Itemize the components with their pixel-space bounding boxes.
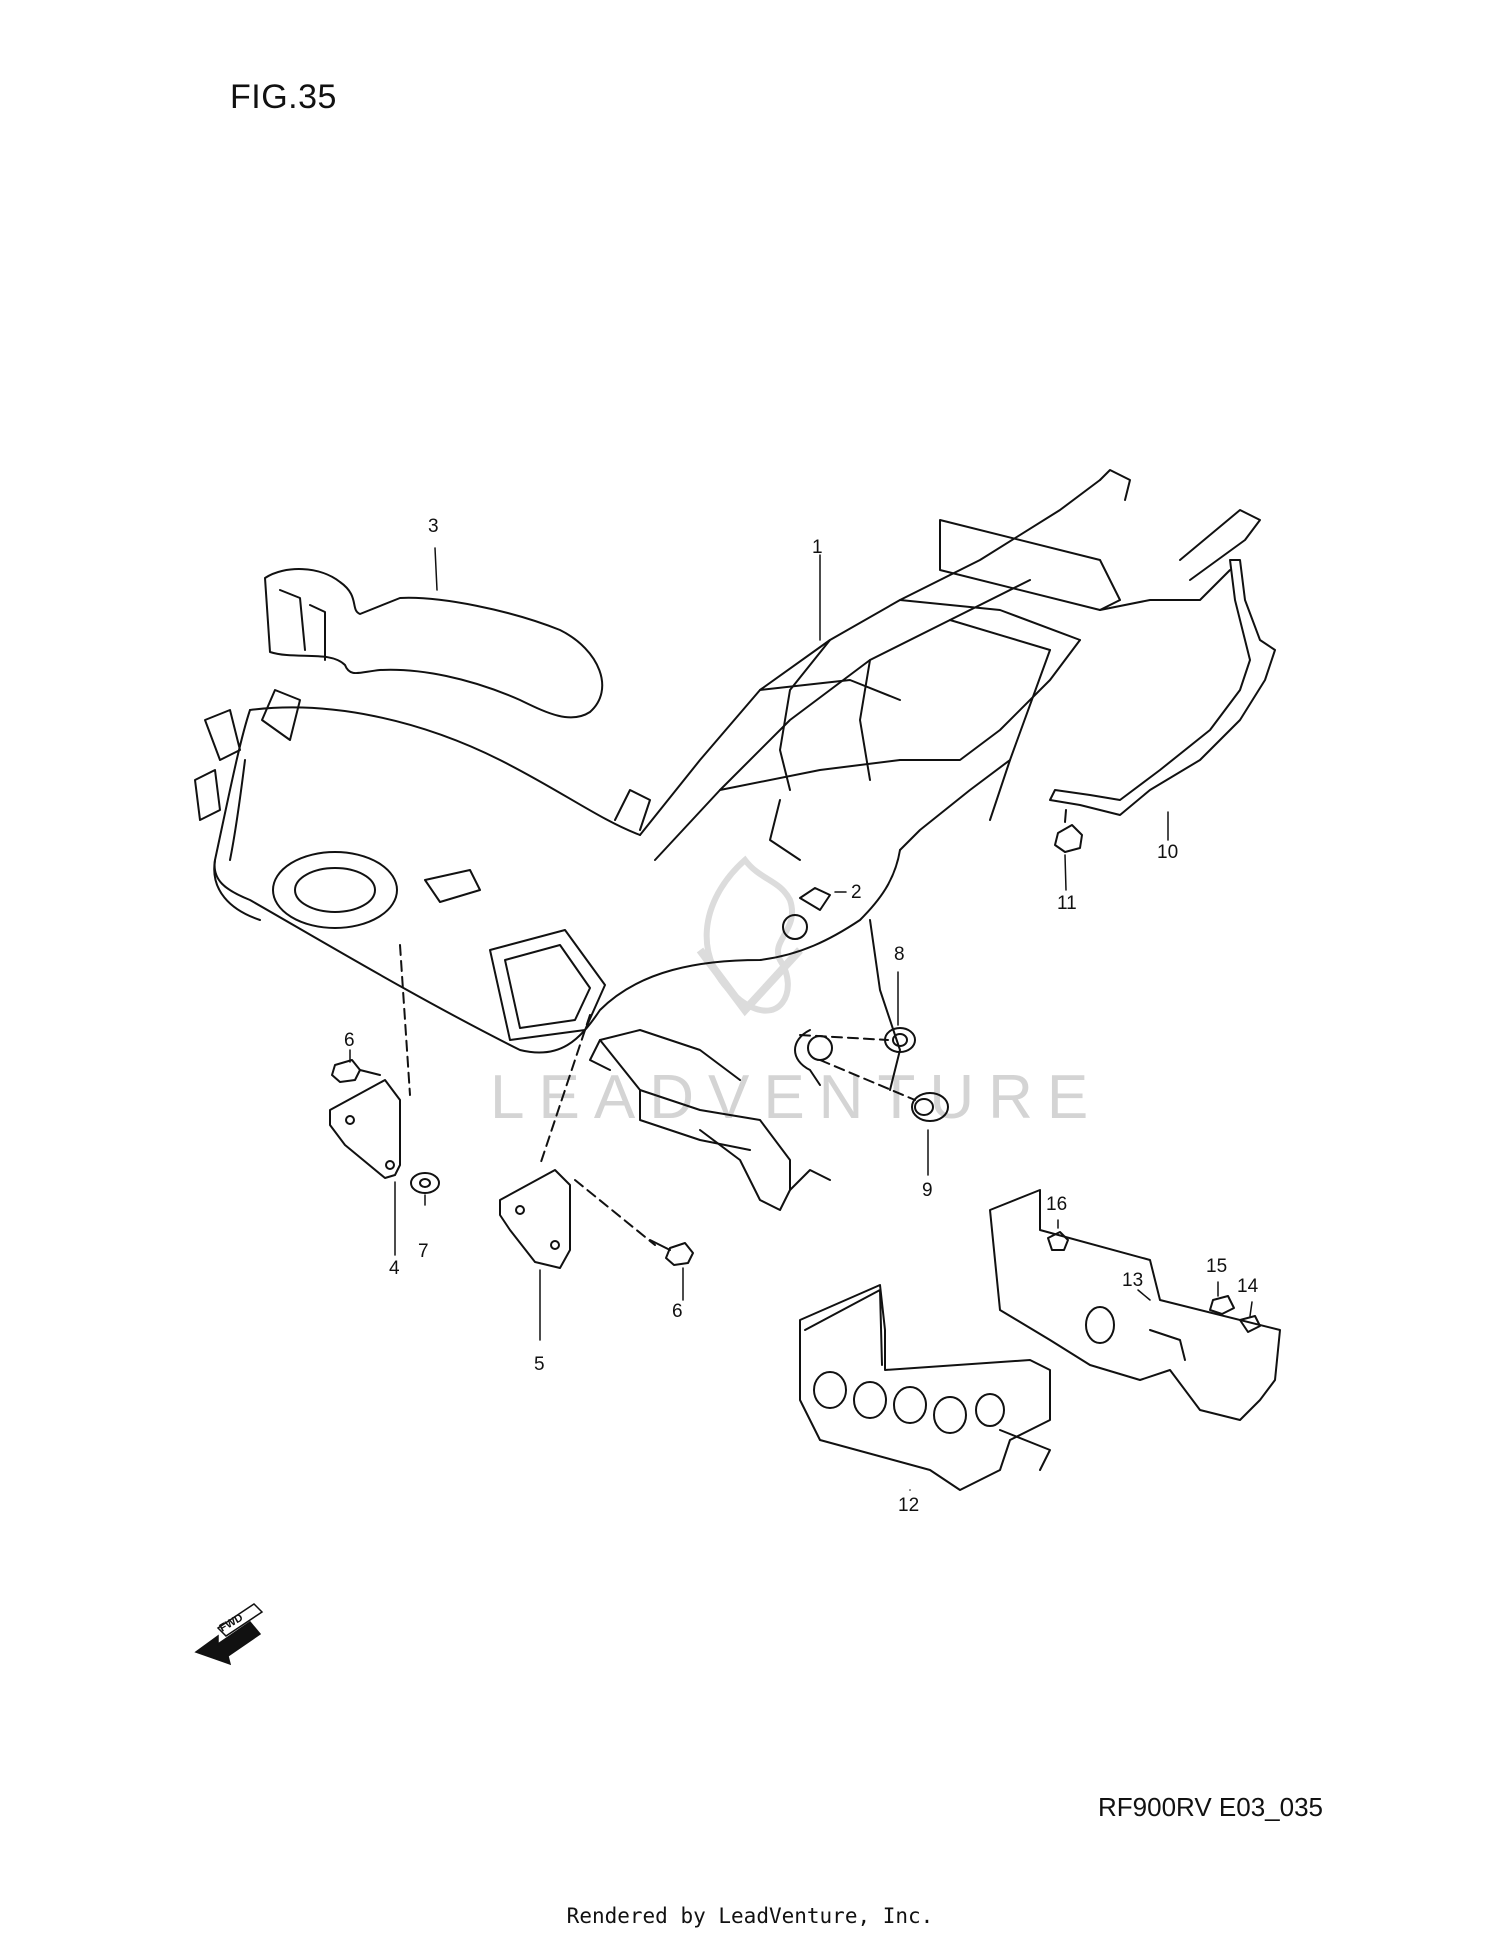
part-15-bolt [1209, 1295, 1235, 1315]
part-11-bolt [1054, 809, 1083, 853]
part-16-bolt [1047, 1231, 1069, 1251]
part-6-bolt-upper [331, 1059, 381, 1083]
callout-16: 16 [1046, 1194, 1067, 1215]
part-3-frame-cover [264, 568, 604, 719]
dashed-guide-lines [399, 944, 916, 1246]
fwd-direction-arrow-icon: FWD [194, 1603, 264, 1666]
callout-15: 15 [1206, 1256, 1227, 1277]
footer-credit: Rendered by LeadVenture, Inc. [566, 1904, 934, 1928]
part-2-clip [799, 887, 831, 911]
part-9-bushing [911, 1092, 949, 1122]
part-10-stay-bracket [1049, 559, 1276, 816]
part-6-bolt-lower [649, 1239, 694, 1266]
watermark-v-mark [696, 947, 803, 1017]
figure-title: FIG.35 [230, 78, 337, 116]
callout-labels: 1 2 3 4 5 6 6 7 8 9 10 11 12 13 14 15 16 [344, 516, 1259, 1516]
callout-2: 2 [851, 882, 862, 903]
part-7-washer [410, 1172, 440, 1194]
callout-8: 8 [894, 944, 905, 965]
part-5-bracket [499, 1169, 571, 1269]
callout-1: 1 [812, 537, 823, 558]
callout-7: 7 [418, 1241, 429, 1262]
callout-11: 11 [1057, 893, 1077, 914]
callout-9: 9 [922, 1180, 933, 1201]
callout-10: 10 [1157, 842, 1178, 863]
part-12-under-cover [799, 1284, 1051, 1491]
part-13-under-cover [989, 1189, 1281, 1421]
callout-13: 13 [1122, 1270, 1143, 1291]
callout-12: 12 [898, 1495, 919, 1516]
drawing-code: RF900RV E03_035 [1098, 1792, 1324, 1822]
part-4-bracket [329, 1079, 401, 1179]
callout-3: 3 [428, 516, 439, 537]
callout-5: 5 [534, 1354, 545, 1375]
callout-leaders [349, 547, 1253, 1491]
callout-6b: 6 [672, 1301, 683, 1322]
callout-6a: 6 [344, 1030, 355, 1051]
watermark-logo [703, 855, 795, 1014]
part-1-main-frame [194, 469, 1261, 1211]
watermark: LEADVENTURE [490, 855, 1102, 1132]
callout-14: 14 [1237, 1276, 1259, 1297]
watermark-text: LEADVENTURE [490, 1063, 1102, 1132]
part-14-nut [1239, 1315, 1261, 1333]
callout-4: 4 [389, 1258, 400, 1279]
